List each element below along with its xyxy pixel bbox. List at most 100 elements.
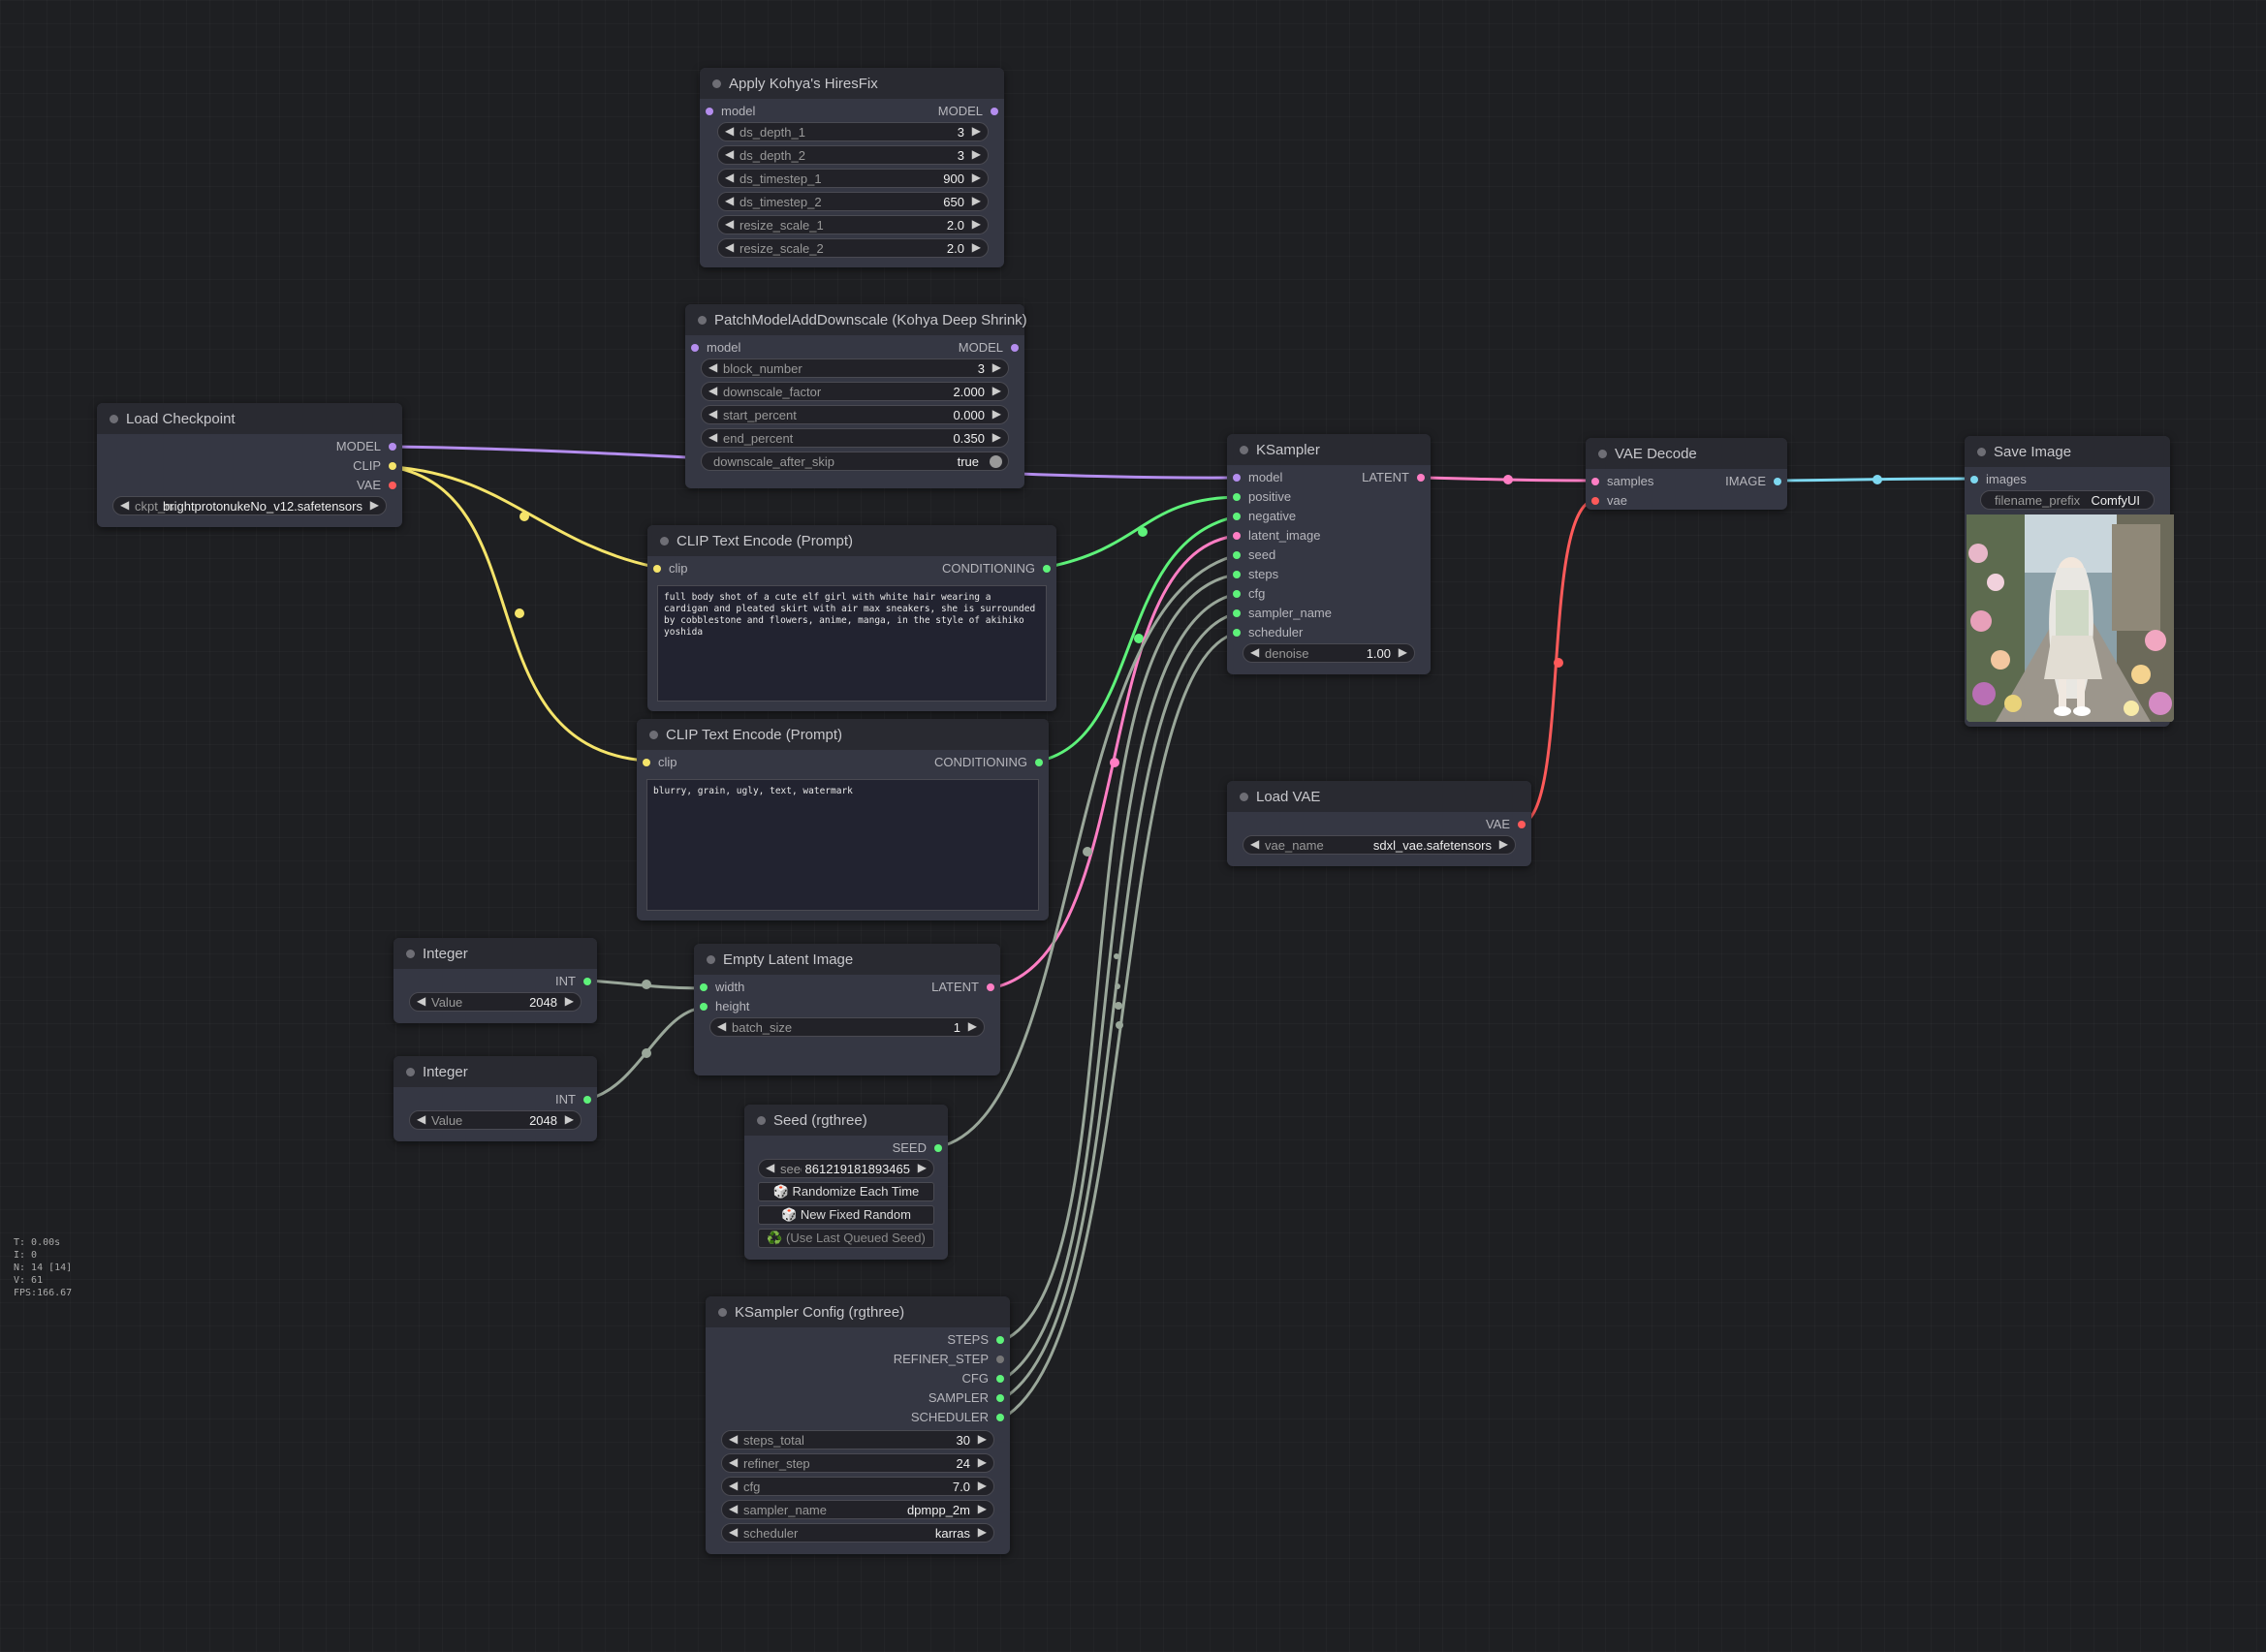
node-title-bar[interactable]: Load Checkpoint — [97, 403, 402, 434]
decrement-arrow-icon[interactable]: ◀ — [725, 240, 735, 254]
new-fixed-random-button[interactable]: 🎲 New Fixed Random — [758, 1205, 934, 1225]
output-slot-clip[interactable]: CLIP — [97, 457, 402, 475]
socket-positive-in[interactable] — [1233, 493, 1241, 501]
socket-width-in[interactable] — [700, 983, 708, 991]
collapse-dot-icon[interactable] — [1240, 446, 1248, 454]
socket-clip-out[interactable] — [389, 462, 396, 470]
socket-model-in[interactable] — [706, 108, 713, 115]
socket-model-in[interactable] — [1233, 474, 1241, 482]
socket-seed-in[interactable] — [1233, 551, 1241, 559]
decrement-arrow-icon[interactable]: ◀ — [729, 1479, 739, 1492]
collapse-dot-icon[interactable] — [718, 1308, 727, 1317]
decrement-arrow-icon[interactable]: ◀ — [717, 1019, 727, 1033]
node-title-bar[interactable]: Seed (rgthree) — [744, 1105, 948, 1136]
decrement-arrow-icon[interactable]: ◀ — [708, 407, 718, 421]
collapse-dot-icon[interactable] — [757, 1116, 766, 1125]
decrement-arrow-icon[interactable]: ◀ — [708, 384, 718, 397]
input-slot-seed[interactable]: seed — [1227, 546, 1431, 564]
increment-arrow-icon[interactable]: ▶ — [977, 1479, 987, 1492]
node-apply-kohya-hiresfix[interactable]: Apply Kohya's HiresFix model MODEL ◀ds_d… — [700, 68, 1004, 267]
collapse-dot-icon[interactable] — [110, 415, 118, 423]
socket-conditioning-out[interactable] — [1043, 565, 1051, 573]
toggle-knob-icon[interactable] — [990, 455, 1002, 468]
slot-row[interactable]: clip CONDITIONING — [647, 560, 1056, 577]
output-slot-cfg[interactable]: CFG — [706, 1370, 1010, 1387]
decrement-arrow-icon[interactable]: ◀ — [725, 147, 735, 161]
socket-cfg-out[interactable] — [996, 1375, 1004, 1383]
increment-arrow-icon[interactable]: ▶ — [971, 147, 981, 161]
collapse-dot-icon[interactable] — [1977, 448, 1986, 456]
decrement-arrow-icon[interactable]: ◀ — [729, 1525, 739, 1539]
socket-conditioning-out[interactable] — [1035, 759, 1043, 766]
input-slot-latent-image[interactable]: latent_image — [1227, 527, 1431, 545]
socket-scheduler-in[interactable] — [1233, 629, 1241, 637]
output-slot-model[interactable]: MODEL — [97, 438, 402, 455]
collapse-dot-icon[interactable] — [660, 537, 669, 545]
socket-int-out[interactable] — [583, 978, 591, 985]
socket-int-out[interactable] — [583, 1096, 591, 1104]
input-slot-negative[interactable]: negative — [1227, 508, 1431, 525]
decrement-arrow-icon[interactable]: ◀ — [729, 1502, 739, 1515]
increment-arrow-icon[interactable]: ▶ — [1398, 645, 1407, 659]
socket-cfg-in[interactable] — [1233, 590, 1241, 598]
socket-vae-out[interactable] — [389, 482, 396, 489]
decrement-arrow-icon[interactable]: ◀ — [1250, 837, 1260, 851]
node-title-bar[interactable]: Integer — [393, 1056, 597, 1087]
decrement-arrow-icon[interactable]: ◀ — [729, 1455, 739, 1469]
socket-images-in[interactable] — [1970, 476, 1978, 483]
prompt-text-area[interactable]: blurry, grain, ugly, text, watermark — [646, 779, 1039, 911]
increment-arrow-icon[interactable]: ▶ — [564, 994, 574, 1008]
input-slot-model[interactable]: model MODEL — [700, 103, 1004, 120]
socket-vae-out[interactable] — [1518, 821, 1526, 828]
increment-arrow-icon[interactable]: ▶ — [971, 217, 981, 231]
increment-arrow-icon[interactable]: ▶ — [971, 124, 981, 138]
socket-seed-out[interactable] — [934, 1144, 942, 1152]
decrement-arrow-icon[interactable]: ◀ — [725, 124, 735, 138]
randomize-each-time-button[interactable]: 🎲 Randomize Each Time — [758, 1182, 934, 1201]
node-title-bar[interactable]: KSampler Config (rgthree) — [706, 1296, 1010, 1327]
widget-seed[interactable]: ◀seed861219181893465▶ — [758, 1159, 934, 1178]
increment-arrow-icon[interactable]: ▶ — [991, 407, 1001, 421]
socket-model-out[interactable] — [991, 108, 998, 115]
increment-arrow-icon[interactable]: ▶ — [971, 194, 981, 207]
decrement-arrow-icon[interactable]: ◀ — [417, 994, 426, 1008]
decrement-arrow-icon[interactable]: ◀ — [725, 194, 735, 207]
node-ksampler-config-rgthree[interactable]: KSampler Config (rgthree) STEPS REFINER_… — [706, 1296, 1010, 1554]
input-slot-vae[interactable]: vae — [1586, 492, 1787, 510]
output-slot-int[interactable]: INT — [393, 1091, 597, 1108]
slot-row[interactable]: clip CONDITIONING — [637, 754, 1049, 771]
decrement-arrow-icon[interactable]: ◀ — [766, 1161, 775, 1174]
node-title-bar[interactable]: PatchModelAddDownscale (Kohya Deep Shrin… — [685, 304, 1027, 335]
increment-arrow-icon[interactable]: ▶ — [1498, 837, 1508, 851]
socket-model-out[interactable] — [389, 443, 396, 451]
node-clip-text-encode-positive[interactable]: CLIP Text Encode (Prompt) clip CONDITION… — [647, 525, 1056, 711]
node-title-bar[interactable]: Apply Kohya's HiresFix — [700, 68, 1004, 99]
node-title-bar[interactable]: Empty Latent Image — [694, 944, 1000, 975]
socket-image-out[interactable] — [1774, 478, 1781, 485]
socket-model-out[interactable] — [1011, 344, 1019, 352]
socket-steps-out[interactable] — [996, 1336, 1004, 1344]
output-slot-scheduler[interactable]: SCHEDULER — [706, 1409, 1010, 1426]
output-slot-steps[interactable]: STEPS — [706, 1331, 1010, 1349]
increment-arrow-icon[interactable]: ▶ — [564, 1112, 574, 1126]
output-slot-int[interactable]: INT — [393, 973, 597, 990]
input-slot-height[interactable]: height — [694, 998, 1000, 1015]
collapse-dot-icon[interactable] — [1598, 450, 1607, 458]
node-seed-rgthree[interactable]: Seed (rgthree) SEED ◀seed861219181893465… — [744, 1105, 948, 1260]
socket-clip-in[interactable] — [653, 565, 661, 573]
decrement-arrow-icon[interactable]: ◀ — [1250, 645, 1260, 659]
